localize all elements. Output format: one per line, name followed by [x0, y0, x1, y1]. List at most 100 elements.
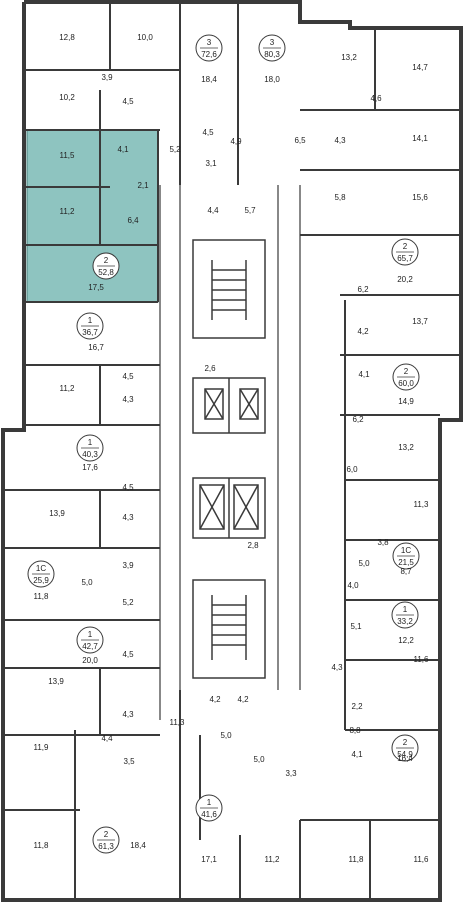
unit-marker-u5[interactable]: 136,7 — [76, 312, 104, 340]
room-area-label: 4,9 — [230, 137, 242, 146]
unit-rooms: 1 — [403, 605, 408, 614]
unit-marker-u10[interactable]: 133,2 — [391, 601, 419, 629]
corridor — [159, 185, 301, 720]
room-area-label: 16,4 — [397, 754, 413, 763]
unit-area: 21,5 — [398, 558, 414, 567]
room-area-label: 2,6 — [204, 364, 216, 373]
elevator-2 — [239, 388, 259, 420]
room-area-label: 4,5 — [122, 483, 134, 492]
unit-area: 60,0 — [398, 379, 414, 388]
interior-walls — [3, 2, 239, 900]
room-area-label: 5,0 — [220, 731, 232, 740]
room-area-label: 17,1 — [201, 855, 217, 864]
room-area-label: 17,6 — [82, 463, 98, 472]
room-area-label: 3,5 — [123, 757, 135, 766]
unit-rooms: 2 — [404, 367, 409, 376]
room-area-label: 5,8 — [334, 193, 346, 202]
room-area-label: 16,7 — [88, 343, 104, 352]
room-area-label: 11,8 — [349, 855, 365, 864]
room-area-label: 11,3 — [170, 718, 186, 727]
unit-markers: 372,6380,3252,8265,7136,7260,0140,31C25,… — [27, 34, 420, 854]
room-area-label: 11,2 — [60, 207, 76, 216]
room-area-label: 4,1 — [117, 145, 129, 154]
unit-area: 33,2 — [397, 617, 413, 626]
room-area-label: 4,2 — [237, 695, 249, 704]
room-area-label: 4,4 — [101, 734, 113, 743]
highlighted-apartment[interactable] — [26, 129, 159, 303]
room-area-label: 11,6 — [414, 855, 430, 864]
elevator-4 — [233, 484, 259, 530]
room-area-label: 8,7 — [400, 567, 412, 576]
unit-marker-u3[interactable]: 252,8 — [92, 252, 120, 280]
unit-marker-u8[interactable]: 1C 25,9 — [27, 560, 55, 588]
stair-2 — [211, 595, 247, 660]
unit-rooms: 3 — [207, 38, 212, 47]
room-area-label: 14,1 — [412, 134, 428, 143]
room-area-label: 2,1 — [137, 181, 149, 190]
unit-rooms: 1C — [36, 564, 46, 573]
unit-marker-u1[interactable]: 372,6 — [195, 34, 223, 62]
unit-marker-u6[interactable]: 260,0 — [392, 363, 420, 391]
room-area-label: 4,5 — [202, 128, 214, 137]
room-area-label: 4,3 — [122, 395, 134, 404]
room-area-label: 11,8 — [34, 841, 50, 850]
room-area-label: 11,3 — [414, 500, 430, 509]
room-area-label: 4,3 — [334, 136, 346, 145]
room-area-label: 6,4 — [127, 216, 139, 225]
unit-marker-u14[interactable]: 261,3 — [92, 826, 120, 854]
room-area-label: 6,5 — [294, 136, 306, 145]
room-area-label: 4,3 — [331, 663, 343, 672]
unit-area: 40,3 — [82, 450, 98, 459]
unit-marker-u2[interactable]: 380,3 — [258, 34, 286, 62]
room-area-label: 5,2 — [169, 145, 181, 154]
room-area-label: 4,4 — [207, 206, 219, 215]
room-area-label: 8,8 — [349, 726, 361, 735]
room-area-label: 3,8 — [377, 538, 389, 547]
room-area-label: 14,7 — [412, 63, 428, 72]
unit-area: 25,9 — [33, 576, 49, 585]
stair-1 — [211, 260, 247, 320]
room-area-label: 3,1 — [205, 159, 217, 168]
room-area-label: 5,0 — [253, 755, 265, 764]
room-area-label: 4,6 — [370, 94, 382, 103]
room-area-label: 5,2 — [122, 598, 134, 607]
room-area-label: 2,2 — [351, 702, 363, 711]
room-area-label: 4,2 — [357, 327, 369, 336]
unit-area: 65,7 — [397, 254, 413, 263]
unit-rooms: 1 — [88, 316, 93, 325]
room-area-label: 18,4 — [201, 75, 217, 84]
unit-area: 52,8 — [98, 268, 114, 277]
unit-area: 42,7 — [82, 642, 98, 651]
unit-rooms: 1 — [207, 798, 212, 807]
unit-marker-u12[interactable]: 254,9 — [391, 734, 419, 762]
unit-marker-u11[interactable]: 142,7 — [76, 626, 104, 654]
room-area-label: 13,9 — [48, 677, 64, 686]
unit-rooms: 1 — [88, 630, 93, 639]
unit-marker-u7[interactable]: 140,3 — [76, 434, 104, 462]
room-area-label: 11,2 — [60, 384, 76, 393]
unit-area: 54,9 — [397, 750, 413, 759]
room-area-label: 6,2 — [352, 415, 364, 424]
elevator-3 — [199, 484, 225, 530]
room-area-label: 11,9 — [34, 743, 50, 752]
room-area-label: 5,7 — [244, 206, 256, 215]
room-area-label: 20,2 — [397, 275, 413, 284]
core — [192, 239, 266, 679]
unit-area: 72,6 — [201, 50, 217, 59]
room-area-label: 13,2 — [341, 53, 357, 62]
room-area-label: 4,3 — [122, 710, 134, 719]
room-area-label: 15,6 — [412, 193, 428, 202]
unit-rooms: 1 — [88, 438, 93, 447]
unit-marker-u13[interactable]: 141,6 — [195, 794, 223, 822]
room-area-label: 4,0 — [347, 581, 359, 590]
room-area-label: 11,2 — [265, 855, 281, 864]
unit-rooms: 2 — [403, 738, 408, 747]
room-area-label: 6,2 — [357, 285, 369, 294]
room-area-label: 10,0 — [137, 33, 153, 42]
unit-marker-u4[interactable]: 265,7 — [391, 238, 419, 266]
room-area-label: 13,7 — [412, 317, 428, 326]
